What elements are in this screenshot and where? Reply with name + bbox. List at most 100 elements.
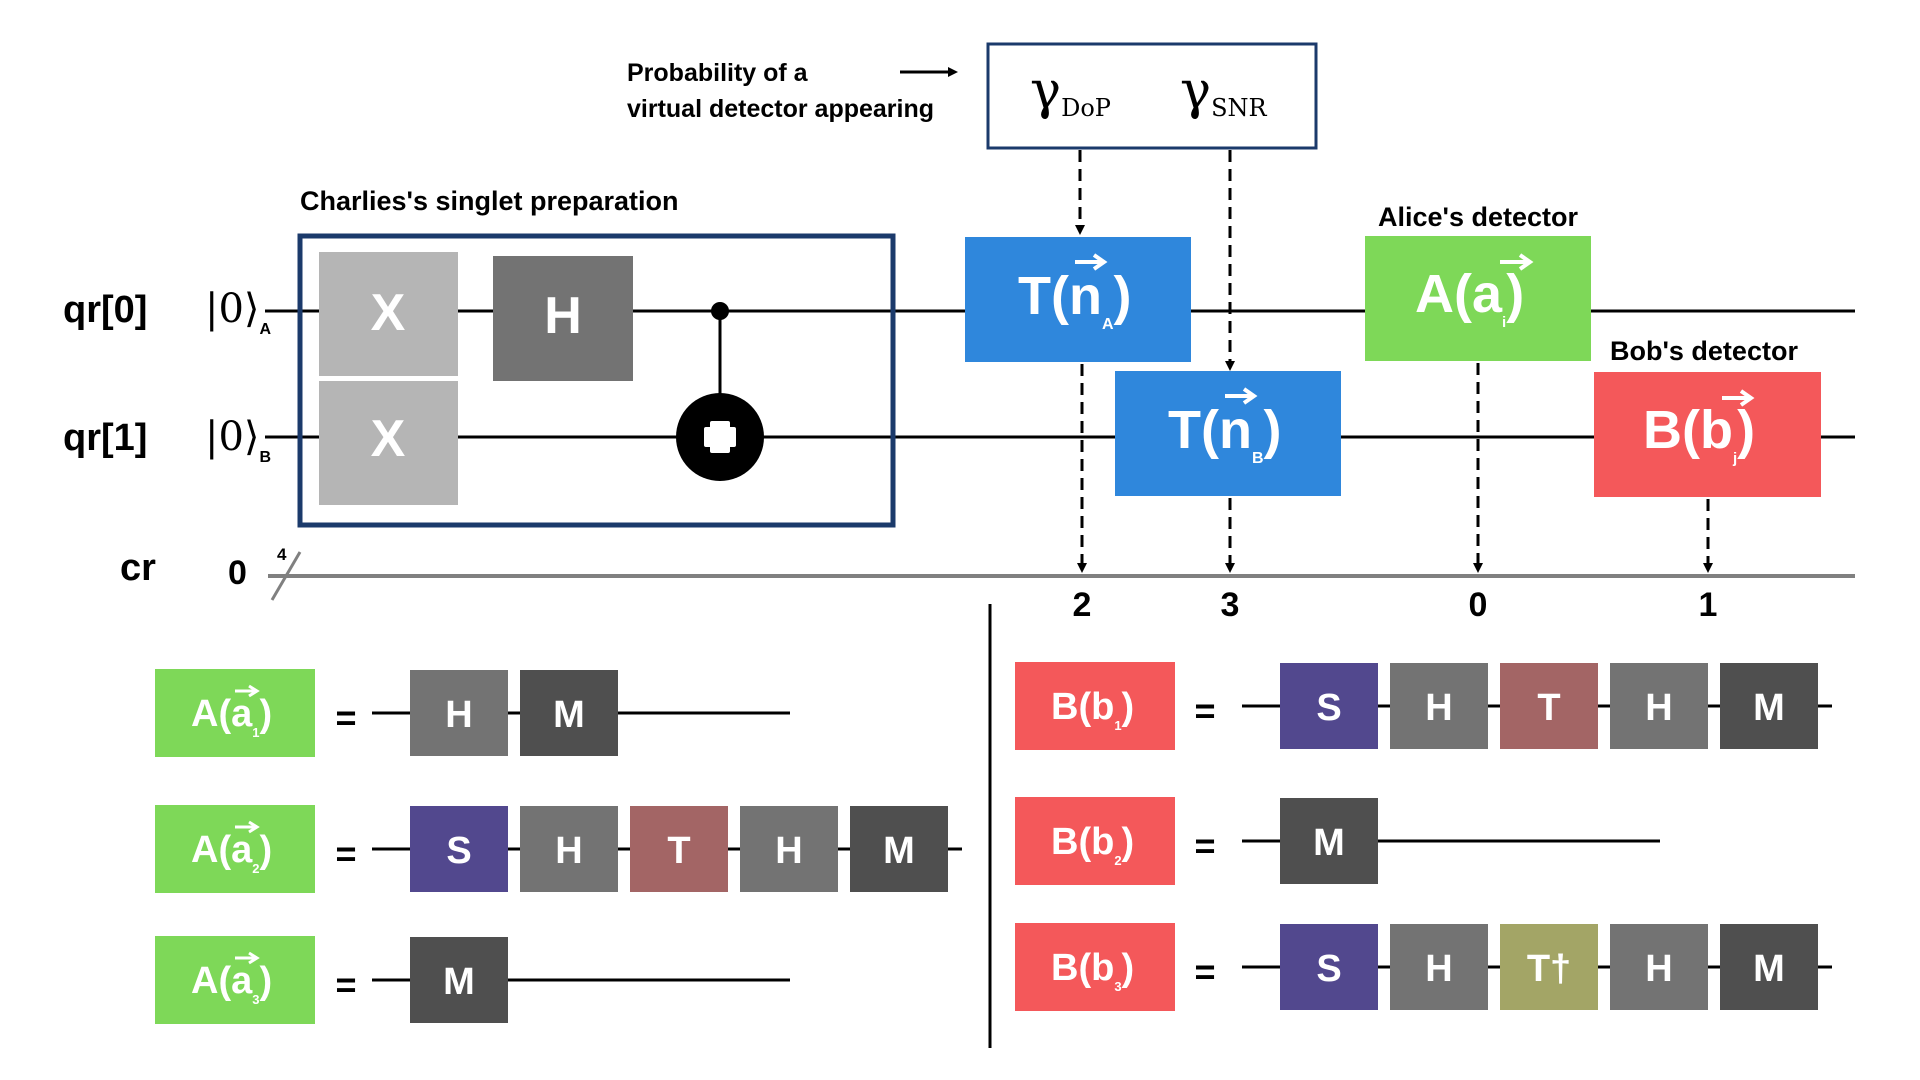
gate-m: M bbox=[520, 670, 618, 756]
charlie-title: Charlies's singlet preparation bbox=[300, 186, 679, 216]
svg-text:H: H bbox=[1645, 687, 1672, 729]
svg-text:M: M bbox=[1313, 822, 1345, 864]
alice-definition-row: A(a1) = H M bbox=[155, 669, 790, 757]
svg-text:S: S bbox=[1316, 687, 1341, 729]
svg-text:T: T bbox=[667, 830, 690, 872]
svg-text:B(bj): B(bj) bbox=[1643, 400, 1755, 467]
svg-text:S: S bbox=[1316, 948, 1341, 990]
gate-h: H bbox=[1610, 663, 1708, 749]
gate-t: T bbox=[1500, 663, 1598, 749]
transform-gate-a: T(nA) bbox=[965, 237, 1191, 362]
gate-h: H bbox=[410, 670, 508, 756]
detector-label-text: A(a1) bbox=[191, 693, 272, 740]
svg-text:T: T bbox=[1537, 687, 1560, 729]
bob-detector-label-1: B(b1) bbox=[1015, 662, 1175, 750]
detector-label-text: A(a2) bbox=[191, 829, 272, 876]
gate-h: H bbox=[1610, 924, 1708, 1010]
gamma-dop-symbol: γDoP bbox=[1030, 61, 1111, 122]
gate-h: H bbox=[1390, 924, 1488, 1010]
gate-s: S bbox=[410, 806, 508, 892]
bob-definition-row: B(b2) = M bbox=[1015, 797, 1660, 885]
register-qr1: qr[1] bbox=[63, 417, 147, 459]
gate-m: M bbox=[1720, 924, 1818, 1010]
alice-detector: A(ai) bbox=[1365, 236, 1591, 361]
svg-text:H: H bbox=[445, 694, 472, 736]
alice-definition-row: A(a2) = S H T H M bbox=[155, 805, 962, 893]
cnot-gate bbox=[676, 302, 764, 481]
gate-h: H bbox=[740, 806, 838, 892]
detector-label-text: B(b2) bbox=[1051, 821, 1134, 868]
svg-text:M: M bbox=[1753, 948, 1785, 990]
h-gate-qr0: H bbox=[493, 256, 633, 381]
svg-text:T(nA): T(nA) bbox=[1018, 266, 1132, 333]
gate-m: M bbox=[410, 937, 508, 1023]
svg-text:H: H bbox=[775, 830, 802, 872]
gate-h: H bbox=[520, 806, 618, 892]
bob-detector-label-3: B(b3) bbox=[1015, 923, 1175, 1011]
svg-text:H: H bbox=[1425, 687, 1452, 729]
svg-text:S: S bbox=[446, 830, 471, 872]
x-gate-qr1: X bbox=[319, 381, 458, 505]
detector-label-text: A(a3) bbox=[191, 960, 272, 1007]
alice-detector-label-3: A(a3) bbox=[155, 936, 315, 1024]
equals-sign: = bbox=[1194, 951, 1215, 992]
svg-text:H: H bbox=[1425, 948, 1452, 990]
cnot-control-dot bbox=[711, 302, 729, 320]
cr-index-ta: 2 bbox=[1073, 586, 1092, 624]
gate-h: H bbox=[1390, 663, 1488, 749]
alice-detector-label-1: A(a1) bbox=[155, 669, 315, 757]
svg-text:T†: T† bbox=[1527, 948, 1571, 990]
cr-index-tb: 3 bbox=[1221, 586, 1240, 624]
svg-text:H: H bbox=[555, 830, 582, 872]
svg-text:M: M bbox=[443, 961, 475, 1003]
ket-qr1: |0⟩B bbox=[205, 414, 271, 466]
gate-t: T bbox=[630, 806, 728, 892]
gate-s: S bbox=[1280, 663, 1378, 749]
ket-qr0: |0⟩A bbox=[205, 286, 272, 338]
register-qr0: qr[0] bbox=[63, 289, 147, 331]
cr-bus-slash bbox=[270, 551, 302, 601]
svg-text:H: H bbox=[1645, 948, 1672, 990]
svg-text:T(nB): T(nB) bbox=[1168, 400, 1282, 467]
equals-sign: = bbox=[335, 697, 356, 738]
charlie-frame bbox=[297, 233, 896, 528]
cr-index-bob: 1 bbox=[1699, 586, 1718, 624]
alice-detector-label-2: A(a2) bbox=[155, 805, 315, 893]
alice-title: Alice's detector bbox=[1378, 202, 1578, 232]
gamma-snr-symbol: γSNR bbox=[1180, 61, 1268, 122]
probability-label-line1: Probability of a bbox=[627, 59, 809, 87]
detector-label-text: B(b3) bbox=[1051, 947, 1134, 994]
bob-detector: B(bj) bbox=[1594, 372, 1821, 497]
register-cr: cr bbox=[120, 547, 156, 589]
gate-s: S bbox=[1280, 924, 1378, 1010]
cr-index-alice: 0 bbox=[1469, 586, 1488, 624]
probability-label-line2: virtual detector appearing bbox=[627, 95, 934, 123]
gate-m: M bbox=[850, 806, 948, 892]
gamma-box bbox=[986, 42, 1318, 150]
svg-text:H: H bbox=[544, 287, 582, 345]
equals-sign: = bbox=[1194, 690, 1215, 731]
svg-text:M: M bbox=[1753, 687, 1785, 729]
bob-definition-row: B(b1) = S H T H M bbox=[1015, 662, 1832, 750]
detector-label-text: B(b1) bbox=[1051, 686, 1134, 733]
gate-m: M bbox=[1720, 663, 1818, 749]
alice-definition-row: A(a3) = M bbox=[155, 936, 790, 1024]
equals-sign: = bbox=[1194, 825, 1215, 866]
svg-text:M: M bbox=[883, 830, 915, 872]
equals-sign: = bbox=[335, 964, 356, 1005]
svg-text:X: X bbox=[371, 410, 406, 468]
x-gate-qr0: X bbox=[319, 252, 458, 376]
svg-text:M: M bbox=[553, 694, 585, 736]
bob-detector-label-2: B(b2) bbox=[1015, 797, 1175, 885]
gate-t-dagger: T† bbox=[1500, 924, 1598, 1010]
svg-text:X: X bbox=[371, 284, 406, 342]
bob-title: Bob's detector bbox=[1610, 336, 1798, 366]
cr-bus-width: 4 bbox=[277, 545, 287, 564]
bob-definition-row: B(b3) = S H T† H M bbox=[1015, 923, 1832, 1011]
equals-sign: = bbox=[335, 833, 356, 874]
svg-text:A(ai): A(ai) bbox=[1415, 264, 1524, 331]
gate-m: M bbox=[1280, 798, 1378, 884]
transform-gate-b: T(nB) bbox=[1115, 371, 1341, 496]
